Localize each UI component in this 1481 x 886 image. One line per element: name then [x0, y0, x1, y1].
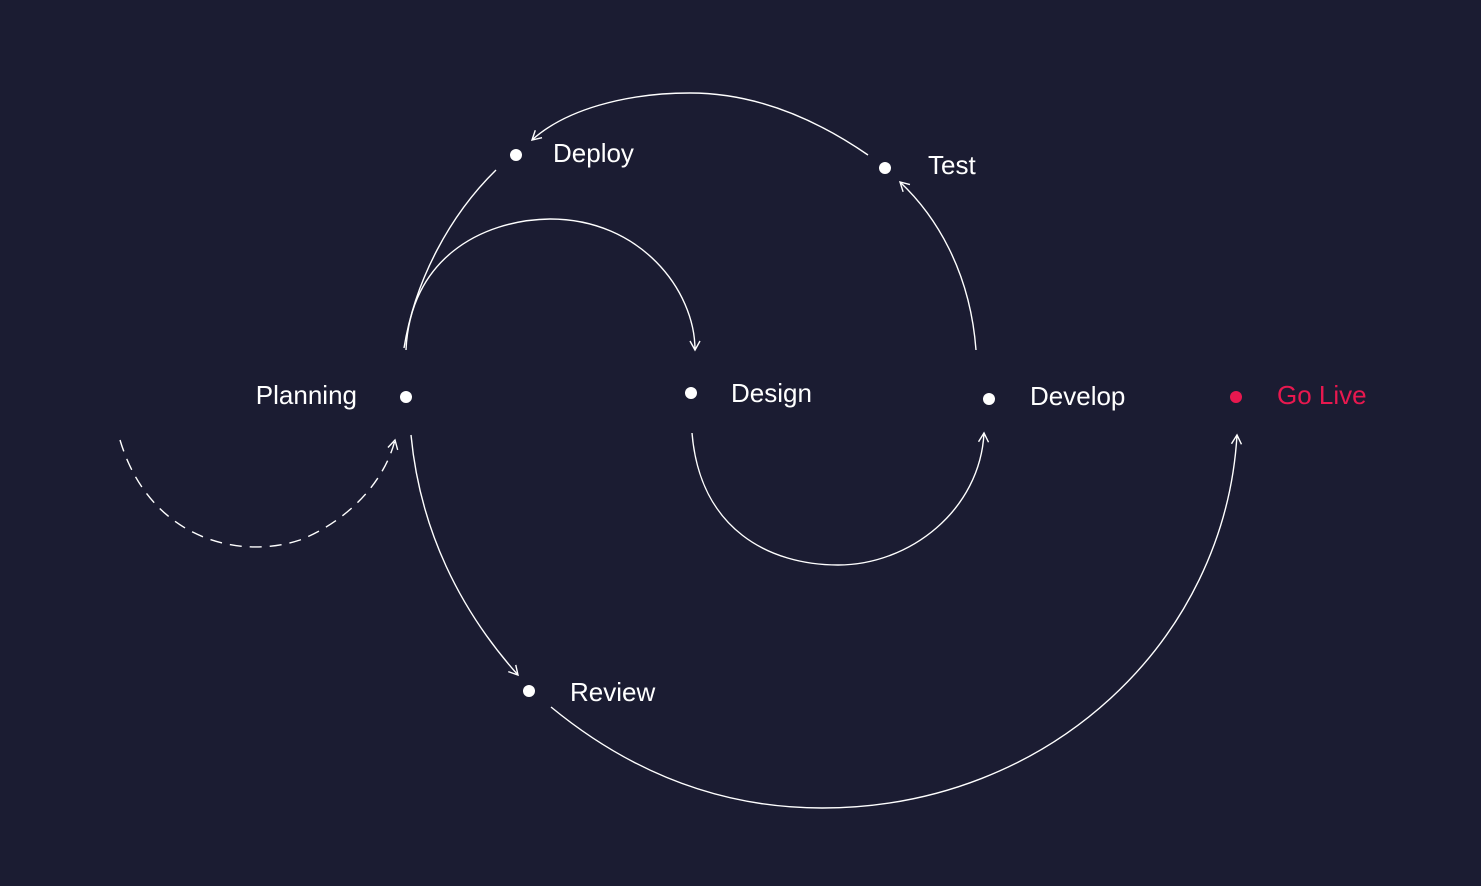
- node-deploy: Deploy: [510, 138, 634, 168]
- edge-start-to-planning: [119, 438, 399, 548]
- node-go-live: Go Live: [1230, 380, 1367, 410]
- node-dot-planning: [400, 391, 412, 403]
- node-label-develop: Develop: [1030, 381, 1125, 411]
- node-dot-design: [685, 387, 697, 399]
- edge-develop-to-test: [898, 181, 977, 351]
- node-dot-test: [879, 162, 891, 174]
- node-dot-go-live: [1230, 391, 1242, 403]
- node-label-deploy: Deploy: [553, 138, 634, 168]
- node-planning: Planning: [256, 380, 412, 410]
- node-dot-develop: [983, 393, 995, 405]
- edge-design-to-develop: [691, 431, 990, 566]
- node-develop: Develop: [983, 381, 1125, 411]
- node-label-test: Test: [928, 150, 976, 180]
- edge-deploy-to-planning: [403, 169, 497, 349]
- edge-planning-to-review: [410, 434, 519, 677]
- node-review: Review: [523, 677, 655, 707]
- node-label-planning: Planning: [256, 380, 357, 410]
- node-label-review: Review: [570, 677, 655, 707]
- edge-review-to-go-live: [550, 433, 1243, 809]
- edge-test-to-deploy: [530, 92, 869, 156]
- node-dot-deploy: [510, 149, 522, 161]
- node-dot-review: [523, 685, 535, 697]
- node-label-go-live: Go Live: [1277, 380, 1367, 410]
- node-test: Test: [879, 150, 976, 180]
- node-design: Design: [685, 378, 812, 408]
- edge-planning-to-design: [405, 218, 701, 352]
- node-label-design: Design: [731, 378, 812, 408]
